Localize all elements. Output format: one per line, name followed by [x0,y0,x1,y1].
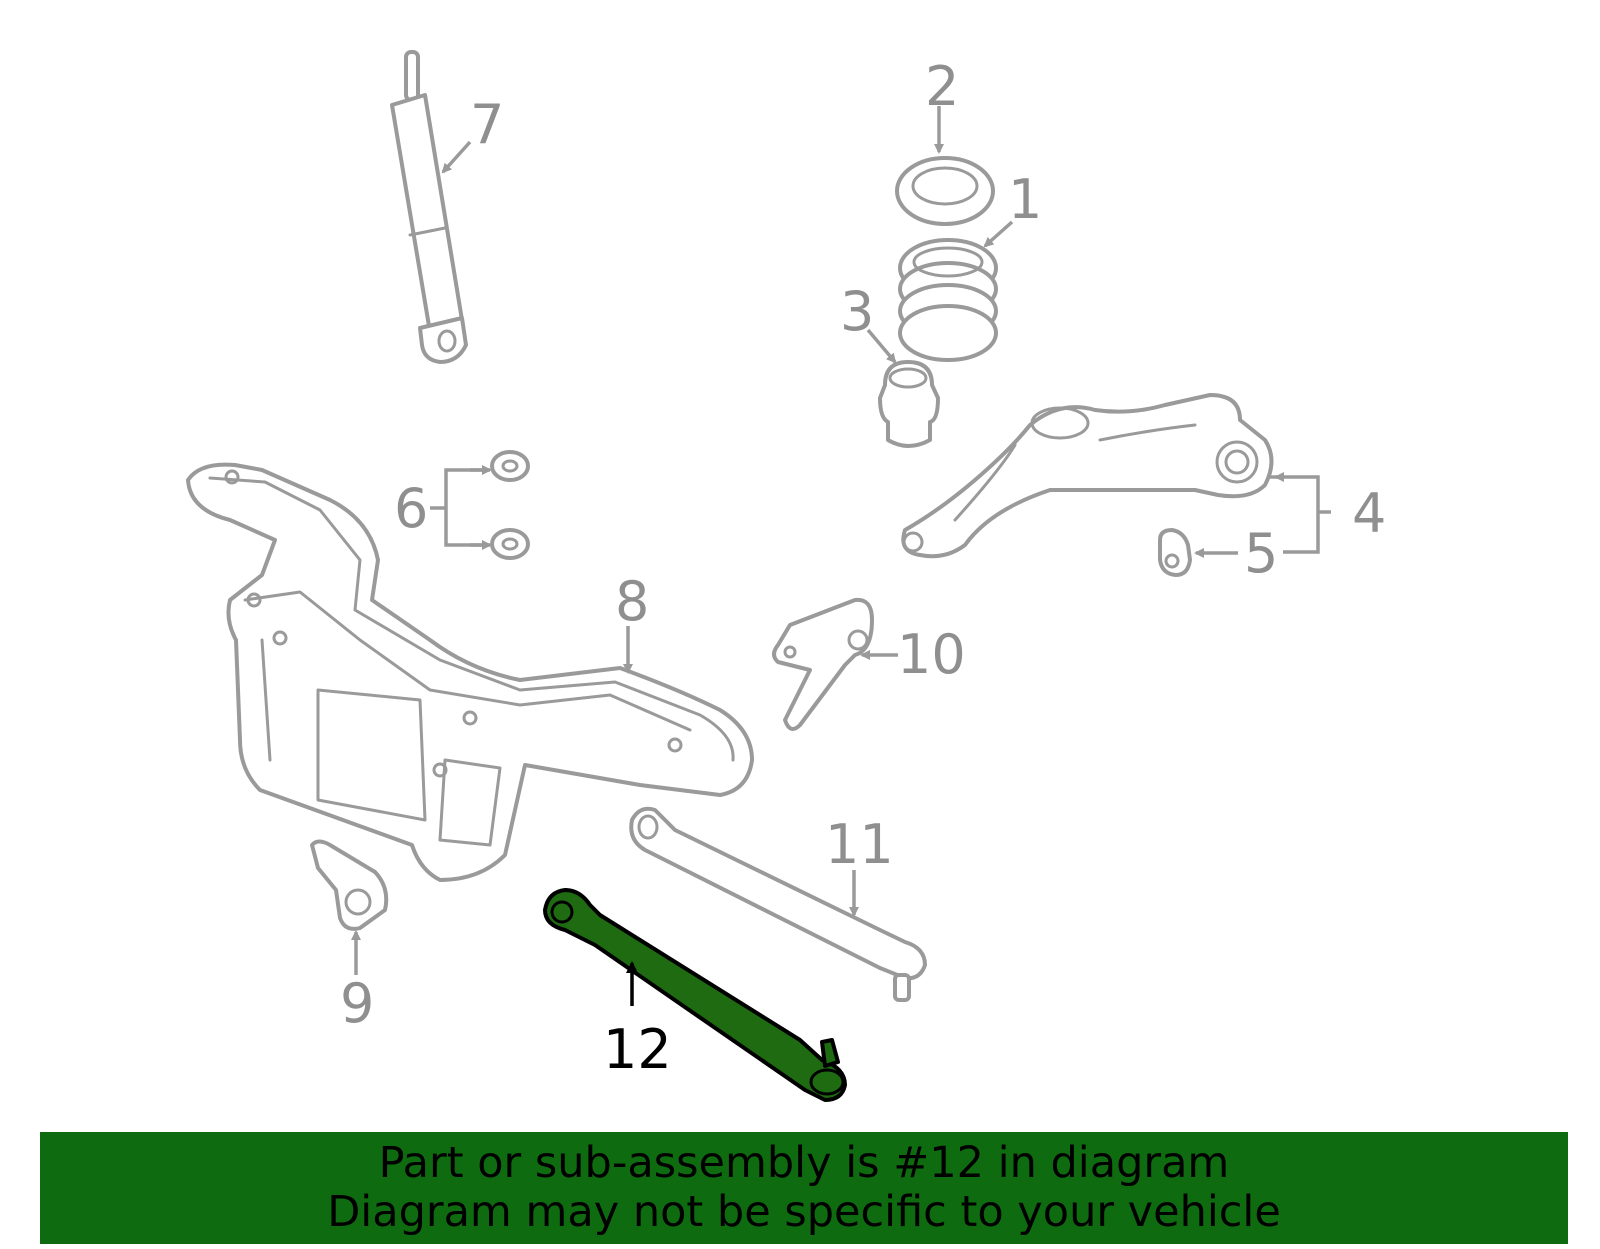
highlighted-link-part-12[interactable] [543,888,847,1102]
coil-spring-part [898,238,998,362]
bracket-6 [444,468,488,547]
leader-7 [441,140,472,174]
callout-12: 12 [603,1018,672,1081]
bushing-part [1158,528,1192,577]
callout-1: 1 [1008,168,1042,231]
spring-seat-part [895,156,995,226]
leader-1 [983,220,1014,248]
callout-5: 5 [1244,522,1278,585]
mount-bracket-part [772,597,874,731]
banner-line-2: Diagram may not be specific to your vehi… [327,1187,1281,1237]
bracket-4 [1280,475,1320,554]
callout-10: 10 [897,623,966,686]
callout-11: 11 [825,813,894,876]
lateral-link-part [629,806,927,1002]
subframe-part [186,462,754,882]
callout-6: 6 [394,477,428,540]
bump-stop-part [878,360,940,448]
leader-3 [866,328,897,364]
callout-4: 4 [1352,482,1386,545]
nut-part-upper [490,450,530,482]
callout-8: 8 [615,570,649,633]
callout-2: 2 [925,55,959,118]
shock-absorber-part [390,50,468,364]
callout-3: 3 [840,280,874,343]
banner-line-1: Part or sub-assembly is #12 in diagram [378,1138,1230,1188]
lower-bracket-part [310,839,389,931]
nut-part-lower [490,528,530,560]
knuckle-arm-part [901,393,1274,559]
info-banner: Part or sub-assembly is #12 in diagram D… [40,1132,1568,1244]
callout-7: 7 [470,93,504,156]
callout-9: 9 [340,972,374,1035]
